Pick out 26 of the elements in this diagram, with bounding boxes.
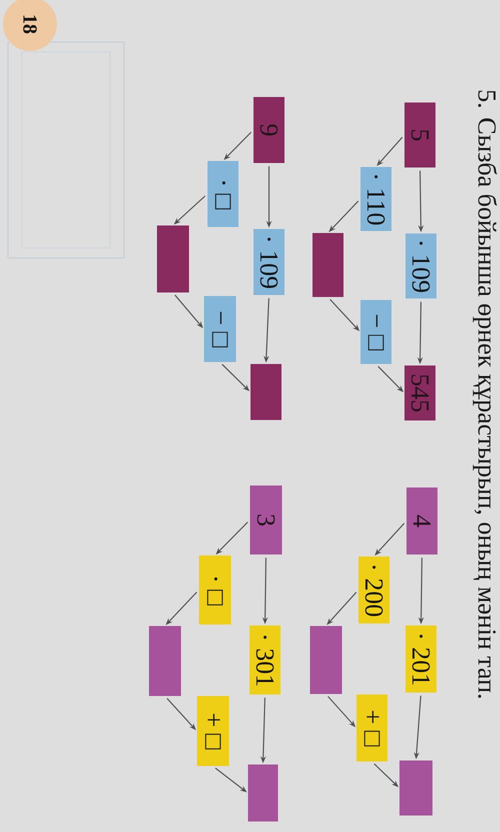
answer-box — [250, 364, 282, 420]
title: 5. Сызба бойынша өрнек құрастырып, оның мәнін тап. — [472, 90, 498, 698]
number-box: 545 — [404, 366, 436, 420]
operation-box: · 109 — [406, 234, 436, 298]
operation-box: · 201 — [406, 626, 436, 692]
operation-box: · □ — [199, 556, 231, 624]
operation-box: · 301 — [250, 626, 280, 694]
operation-box: + □ — [356, 694, 388, 762]
operation-box: · □ — [208, 161, 238, 227]
operation-box: − □ — [204, 296, 236, 362]
answer-box — [157, 226, 189, 292]
operation-box: − □ — [360, 300, 392, 364]
answer-box — [312, 233, 344, 297]
number-box: 3 — [250, 486, 282, 554]
answer-box — [149, 626, 181, 696]
operation-box: · 110 — [360, 167, 392, 231]
answer-box — [400, 760, 432, 816]
operation-box: · 200 — [358, 556, 390, 624]
number-box: 9 — [254, 97, 284, 163]
operation-box: · 109 — [254, 229, 284, 295]
page-number: 18 — [3, 0, 57, 51]
number-box: 5 — [404, 102, 436, 168]
answer-box — [310, 626, 342, 694]
number-box: 4 — [406, 488, 438, 554]
operation-box: + □ — [197, 696, 229, 766]
answer-box — [248, 764, 278, 822]
